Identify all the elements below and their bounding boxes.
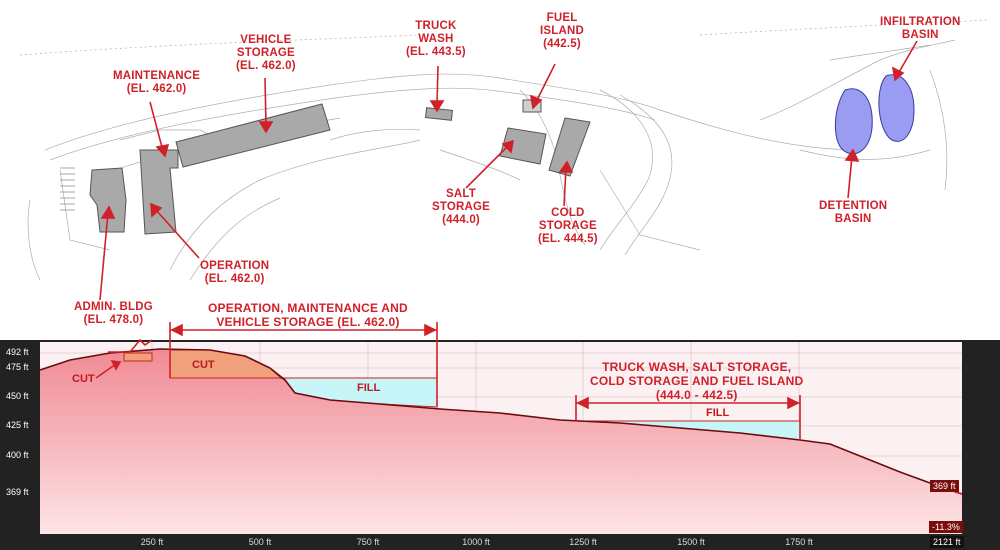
site-linework [19,19,991,281]
label-fuel-island: FUEL ISLAND (442.5) [540,12,585,50]
y-tick-450: 450 ft [6,391,29,401]
label-infiltration-basin: INFILTRATION BASIN [880,16,961,41]
dimension-lines [95,322,963,495]
label-cut-small: CUT [72,373,95,385]
terrain-profile-line [39,348,963,495]
detention-basin-shape [834,88,873,155]
grade-badge: -11.3% [929,521,963,533]
y-tick-425: 425 ft [6,420,29,430]
label-cut-large: CUT [192,359,215,371]
infiltration-basin-shape [878,74,915,142]
y-tick-369: 369 ft [6,487,29,497]
label-fill-left: FILL [357,382,381,394]
label-maintenance: MAINTENANCE (EL. 462.0) [113,70,201,95]
terrain-fill [40,349,962,534]
basins [834,74,915,155]
x-tick-750: 750 ft [356,537,380,547]
label-cold-storage: COLD STORAGE (EL. 444.5) [538,207,598,245]
cut-region-small [123,352,153,362]
truck-wash-building [424,107,454,121]
label-detention-basin: DETENTION BASIN [819,200,888,225]
label-truck-group: TRUCK WASH, SALT STORAGE, COLD STORAGE A… [590,360,804,402]
plan-arrows [99,40,918,300]
end-elevation-badge: 369 ft [930,480,959,492]
total-distance-badge: 2121 ft [930,536,964,548]
label-operation: OPERATION (EL. 462.0) [200,260,270,285]
site-plan [19,19,991,300]
x-tick-1000: 1000 ft [462,537,490,547]
x-tick-1250: 1250 ft [569,537,597,547]
y-tick-492: 492 ft [6,347,29,357]
x-tick-1750: 1750 ft [785,537,813,547]
admin-building [89,167,127,233]
buildings [89,99,591,235]
salt-storage-building [499,127,547,165]
y-tick-475: 475 ft [6,362,29,372]
label-fill-right: FILL [706,407,730,419]
label-truck-wash: TRUCK WASH (EL. 443.5) [406,20,466,58]
x-tick-250: 250 ft [140,537,164,547]
label-operation-group: OPERATION, MAINTENANCE AND VEHICLE STORA… [208,301,408,329]
vehicle-storage-building [175,103,331,168]
parking-stalls [60,167,75,211]
label-admin-bldg: ADMIN. BLDG (EL. 478.0) [74,301,153,326]
label-salt-storage: SALT STORAGE (444.0) [432,188,491,226]
x-tick-1500: 1500 ft [677,537,705,547]
y-tick-400: 400 ft [6,450,29,460]
cold-storage-building [548,117,591,177]
x-tick-500: 500 ft [248,537,272,547]
label-vehicle-storage: VEHICLE STORAGE (EL. 462.0) [236,34,296,72]
maintenance-operation-building [139,149,179,235]
elevation-profile [0,322,1000,550]
